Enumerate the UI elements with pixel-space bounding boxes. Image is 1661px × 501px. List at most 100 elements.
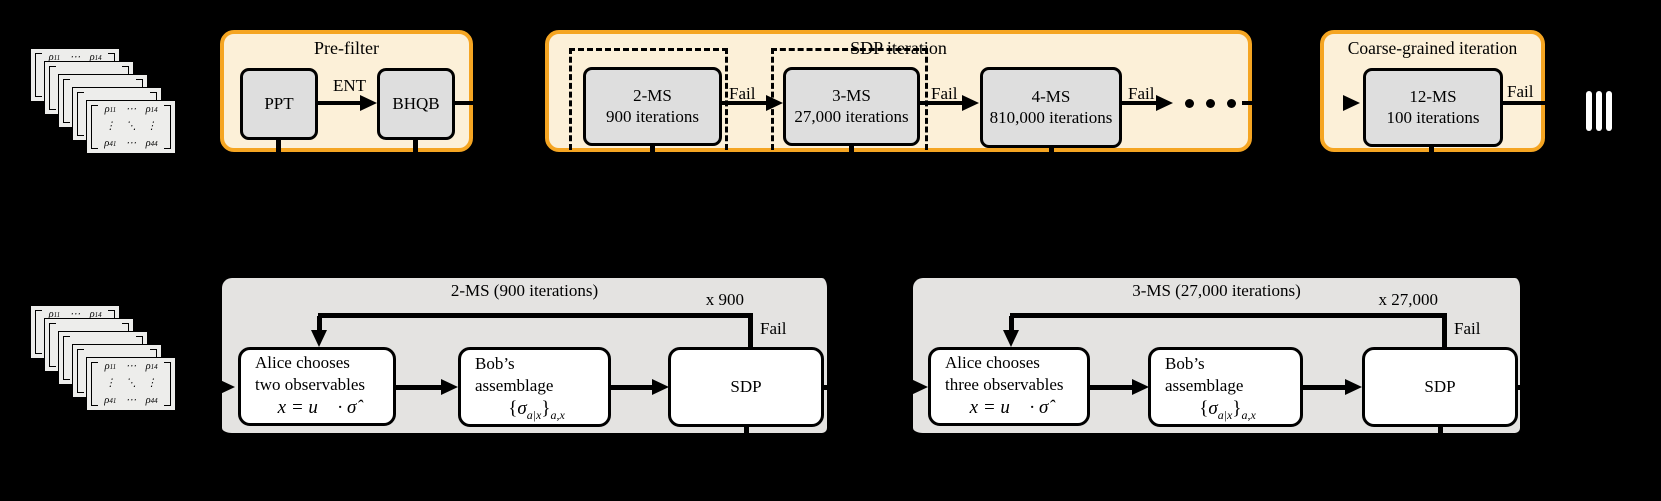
stack-hint-dash (1495, 271, 1507, 276)
matrix-bracket-left (49, 66, 56, 110)
stage-3ms-node: 3-MS 27,000 iterations (783, 67, 920, 146)
loop-line-right (1442, 313, 1447, 347)
matrix-bracket-left (63, 79, 70, 123)
ppt-node: PPT (240, 68, 318, 140)
stage-iterations: 27,000 iterations (794, 106, 909, 126)
arrowhead (652, 379, 669, 395)
connector-line (1303, 385, 1347, 390)
ppt-label: PPT (264, 93, 294, 113)
matrix-bracket-left (91, 105, 98, 149)
sdp-node: SDP (1362, 347, 1518, 427)
stage-name: 3-MS (832, 86, 871, 106)
arrowhead (962, 95, 979, 111)
matrix-bracket-left (77, 92, 84, 136)
stage-name: 4-MS (1031, 87, 1071, 107)
stage-down-stub (1429, 147, 1434, 200)
bhqb-label: BHQB (392, 93, 440, 113)
sdp-down-stub (1438, 427, 1443, 477)
sdp-down-stub (744, 427, 749, 477)
coarse-grained-title: Coarse-grained iteration (1347, 38, 1518, 58)
dashed-frame-3ms (771, 48, 928, 150)
pause-bar (1596, 91, 1602, 131)
panel-3ms-title: 3-MS (27,000 iterations) (1132, 281, 1301, 300)
matrix-bracket-left (63, 336, 70, 380)
loop-count-label: x 900 (705, 290, 744, 309)
pause-bar (1606, 91, 1612, 131)
stage-name: 12-MS (1409, 87, 1457, 107)
loop-line-left (317, 316, 322, 332)
connector-line (185, 385, 223, 389)
ellipsis-dot (1206, 99, 1215, 108)
stage-down-stub (650, 146, 655, 200)
arrowhead-down (311, 330, 327, 347)
density-matrix-stack-top: ρ11⋯ρ14 ⋮ ρ41 ρ11⋯ρ14 ⋮⋱⋮ ρ41⋯ρ44 (30, 48, 180, 160)
arrowhead (911, 379, 928, 395)
alice-node: Alice chooses three observables x = u⃗ ·… (928, 347, 1090, 426)
sdp-label: SDP (730, 376, 762, 396)
fail-label: Fail (1454, 319, 1481, 338)
connector-line (1518, 385, 1538, 390)
panel-2ms-title: 2-MS (900 iterations) (450, 281, 599, 300)
matrix-bracket-right (164, 105, 171, 149)
fail-label: Fail (1507, 82, 1534, 101)
matrix-bracket-left (91, 362, 98, 406)
connector-line (920, 101, 964, 105)
bob-line1: Bob’s (475, 353, 515, 373)
fail-label: Fail (931, 84, 958, 103)
connector-line (318, 101, 362, 105)
matrix-bracket-left (35, 53, 42, 97)
connector-line (824, 385, 928, 390)
stack-hint-dash (1513, 272, 1524, 277)
arrowhead (1156, 95, 1173, 111)
arrowhead (1343, 95, 1360, 111)
connector-line (611, 385, 653, 390)
connector-line (722, 101, 768, 105)
loop-count-label: x 27,000 (1378, 290, 1439, 309)
bhqb-down-stub (413, 140, 418, 200)
ellipsis-dot (1185, 99, 1194, 108)
bob-math: {σa|x}a,x (508, 397, 565, 422)
matrix-bracket-right (164, 362, 171, 406)
arrowhead (218, 379, 235, 395)
connector-line (1122, 101, 1158, 105)
bob-node: Bob’s assemblage {σa|x}a,x (458, 347, 611, 427)
bob-line2: assemblage (475, 375, 554, 395)
alice-line1: Alice chooses (945, 353, 1040, 373)
matrix-bracket-left (77, 349, 84, 393)
stage-iterations: 100 iterations (1386, 107, 1480, 127)
loop-line-horizontal (318, 313, 753, 318)
stage-name: 2-MS (633, 86, 672, 106)
alice-math: x = u⃗ · σ̂ (277, 397, 357, 419)
bhqb-node: BHQB (377, 68, 455, 140)
bob-math: {σa|x}a,x (1199, 397, 1256, 422)
stage-2ms-node: 2-MS 900 iterations (583, 67, 722, 146)
connector-line (396, 385, 442, 390)
sdp-label: SDP (1424, 376, 1456, 396)
arrowhead (766, 95, 783, 111)
connector-line (1090, 385, 1134, 390)
matrix-bracket-left (49, 323, 56, 367)
loop-line-horizontal (1010, 313, 1447, 318)
alice-line2: two observables (255, 375, 366, 395)
prefilter-title: Pre-filter (314, 38, 379, 58)
ellipsis-dot (1227, 99, 1236, 108)
pause-bar (1586, 91, 1592, 131)
matrix-card-front: ρ11⋯ρ14 ⋮⋱⋮ ρ41⋯ρ44 (86, 100, 176, 154)
stack-hint-dash (221, 271, 235, 277)
stack-hint-dash (240, 273, 248, 277)
stage-iterations: 900 iterations (605, 106, 699, 126)
loop-line-right (748, 313, 753, 347)
alice-node: Alice chooses two observables x = u⃗ · σ… (238, 347, 396, 426)
density-matrix-stack-bottom: ρ11⋯ρ14 ⋮ ρ41 ρ11⋯ρ14 ⋮⋱⋮ ρ41⋯ρ44 (30, 305, 180, 417)
connector-line (180, 101, 222, 105)
bob-node: Bob’s assemblage {σa|x}a,x (1148, 347, 1303, 427)
connector-line (1242, 101, 1346, 105)
stage-down-stub (1049, 148, 1054, 200)
fail-label: Fail (729, 84, 756, 103)
matrix-entries: ρ11⋯ρ14 ⋮⋱⋮ ρ41⋯ρ44 (104, 361, 158, 406)
matrix-card-front: ρ11⋯ρ14 ⋮⋱⋮ ρ41⋯ρ44 (86, 357, 176, 411)
ppt-down-stub (276, 140, 281, 200)
stage-iterations: 810,000 iterations (989, 107, 1113, 127)
fail-label: Fail (760, 319, 787, 338)
